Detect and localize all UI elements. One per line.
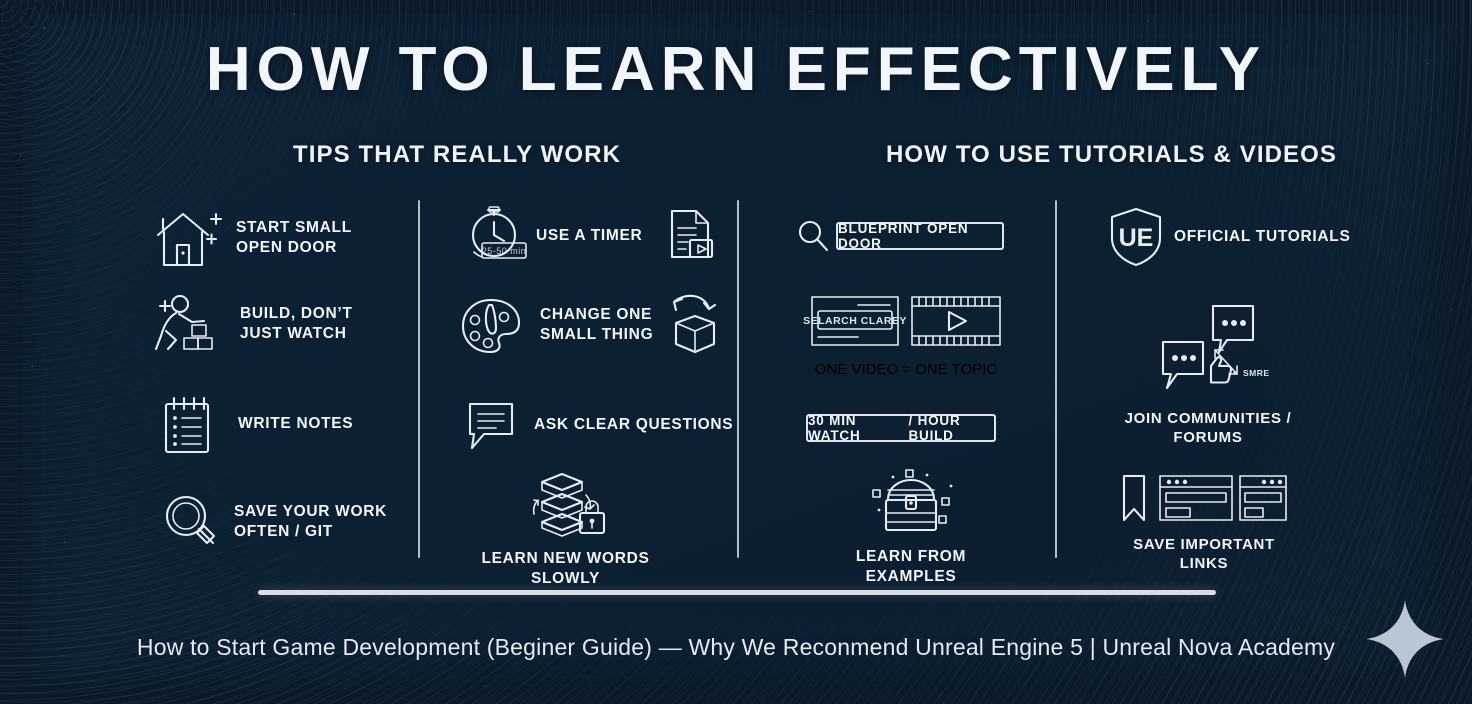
tip-learn-new-words-label: LEARN NEW WORDS SLOWLY xyxy=(481,550,650,587)
tip-start-small-label: START SMALL OPEN DOOR xyxy=(236,219,352,256)
stopwatch-icon: 25-50 min xyxy=(462,205,530,267)
film-strip-play-icon xyxy=(910,295,1002,347)
tip-save-your-work-label: SAVE YOUR WORK OFTEN / GIT xyxy=(234,503,388,540)
save-important-links: SAVE IMPORTANT LINKS xyxy=(1114,472,1294,573)
cube-arrow-icon xyxy=(671,292,723,358)
join-communities: SMRE JOIN COMMUNITIES / FORUMS xyxy=(1110,300,1306,447)
tip-change-one-small-thing-label: CHANGE ONE SMALL THING xyxy=(540,306,654,343)
column-divider-3 xyxy=(1055,200,1057,558)
person-stacking-blocks-icon xyxy=(152,292,226,356)
tip-start-small: START SMALL OPEN DOOR xyxy=(152,205,352,271)
house-plus-icon xyxy=(152,205,224,271)
bookmark-browser-windows-icon xyxy=(1118,472,1290,526)
column-divider-2 xyxy=(737,200,739,558)
document-video-icon xyxy=(666,207,716,265)
tip-use-a-timer: 25-50 min USE A TIMER xyxy=(462,205,716,267)
browser-window-icon: SELARCH CLAREY xyxy=(803,295,906,347)
video-caption: ONE VIDEO = ONE TOPIC xyxy=(814,361,998,378)
search-input[interactable]: BLUEPRINT OPEN DOOR xyxy=(836,221,1004,251)
section-heading-tips: TIPS THAT REALLY WORK xyxy=(293,141,621,168)
search-icon xyxy=(796,218,830,254)
official-tutorials-row: UE OFFICIAL TUTORIALS xyxy=(1108,206,1351,268)
speech-bubbles-thumbsup-icon: SMRE xyxy=(1155,300,1269,400)
time-box-left-text: 30 MIN WATCH xyxy=(808,413,861,443)
speech-bubble-lines-icon xyxy=(462,396,520,454)
column-divider-1 xyxy=(418,200,420,558)
section-heading-tutorials: HOW TO USE TUTORIALS & VIDEOS xyxy=(886,141,1338,168)
tip-ask-clear-questions-label: ASK CLEAR QUESTIONS xyxy=(534,416,734,434)
time-ratio-box: 30 MIN WATCH / HOUR BUILD xyxy=(806,413,996,443)
search-row[interactable]: BLUEPRINT OPEN DOOR xyxy=(796,218,1004,254)
time-box-right-text: / HOUR BUILD xyxy=(908,413,961,443)
ue-shield-logo-icon: UE xyxy=(1108,206,1164,268)
tip-learn-new-words: LEARN NEW WORDS SLOWLY xyxy=(458,470,673,589)
magnifier-icon xyxy=(162,492,220,552)
tip-use-a-timer-label: USE A TIMER xyxy=(536,227,643,245)
tip-write-notes-label: WRITE NOTES xyxy=(238,415,354,433)
learn-from-examples: LEARN FROM EXAMPLES xyxy=(840,468,982,587)
poster-inner-panel xyxy=(22,14,1450,690)
footer-divider xyxy=(258,590,1216,595)
tip-write-notes: WRITE NOTES xyxy=(160,392,353,456)
join-communities-label: JOIN COMMUNITIES / FORUMS xyxy=(1124,410,1292,447)
tip-ask-clear-questions: ASK CLEAR QUESTIONS xyxy=(462,396,733,454)
svg-text:UE: UE xyxy=(1119,224,1154,252)
browser-mock-text: SELARCH CLAREY xyxy=(803,315,907,327)
video-example-group: SELARCH CLAREY ONE VIDEO = ONE TOPIC xyxy=(803,295,1002,378)
tip-change-one-small-thing: CHANGE ONE SMALL THING xyxy=(458,292,723,358)
stacked-cubes-lock-icon xyxy=(520,470,612,540)
learn-from-examples-label: LEARN FROM EXAMPLES xyxy=(855,548,967,585)
share-badge-text: SMRE xyxy=(1243,368,1270,378)
tip-build-dont-watch-label: BUILD, DON’T JUST WATCH xyxy=(240,305,353,342)
save-important-links-label: SAVE IMPORTANT LINKS xyxy=(1133,536,1275,573)
timer-badge-text: 25-50 min xyxy=(482,246,527,256)
treasure-chest-icon xyxy=(863,468,959,538)
tip-save-your-work: SAVE YOUR WORK OFTEN / GIT xyxy=(162,492,387,552)
official-tutorials-label: OFFICIAL TUTORIALS xyxy=(1174,228,1351,246)
paint-palette-icon xyxy=(458,292,526,358)
page-title: HOW TO LEARN EFFECTIVELY xyxy=(205,35,1267,104)
four-point-sparkle-icon xyxy=(1366,600,1444,678)
notepad-list-icon xyxy=(160,392,218,456)
footer-caption: How to Start Game Development (Beginer G… xyxy=(136,634,1336,660)
tip-build-dont-watch: BUILD, DON’T JUST WATCH xyxy=(152,292,353,356)
